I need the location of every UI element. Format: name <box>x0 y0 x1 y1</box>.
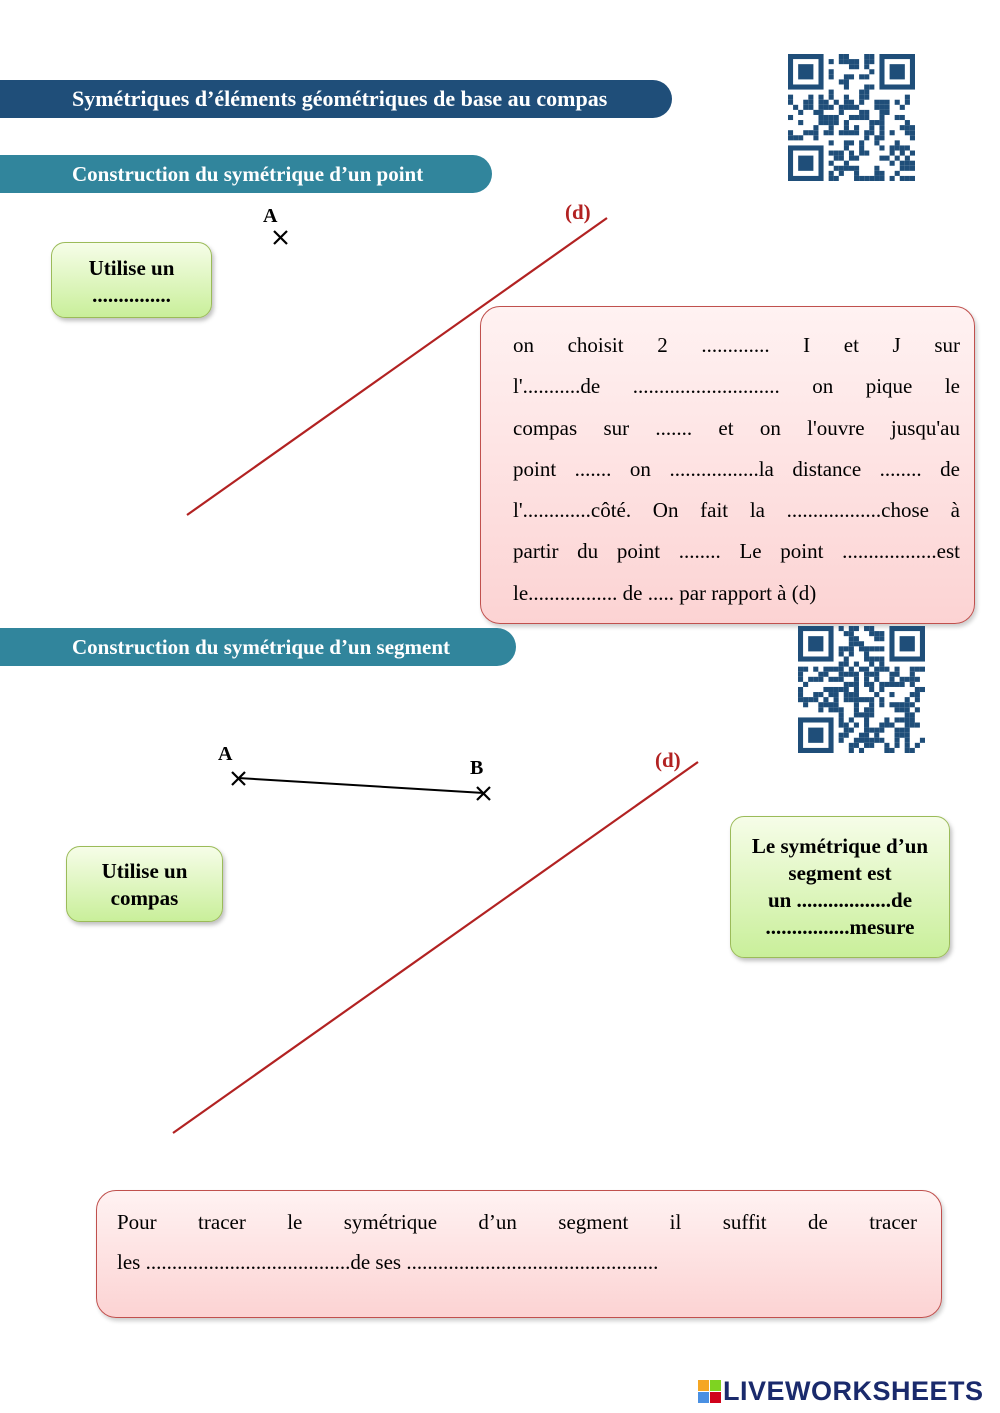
text-line[interactable]: compas sur ....... et on l'ouvre jusqu'a… <box>513 415 960 440</box>
property-line3[interactable]: un ..................de <box>767 888 913 912</box>
tool-hint-line1: Utilise un <box>88 256 175 280</box>
logo-icon <box>698 1380 721 1403</box>
property-line2: segment est <box>788 861 892 885</box>
tool-hint-line1: Utilise un <box>101 859 188 883</box>
tool-hint-box-1: Utilise un ............... <box>51 242 212 318</box>
point-a-label-2: A <box>218 743 233 765</box>
text-line[interactable]: l'.............côté. On fait la ........… <box>513 498 960 523</box>
point-b-cross <box>476 786 491 801</box>
text-line[interactable]: point ....... on .................la dis… <box>513 456 960 481</box>
section2-heading: Construction du symétrique d’un segment <box>72 634 451 659</box>
title-banner: Symétriques d’éléments géométriques de b… <box>0 80 672 118</box>
text-line[interactable]: le................. de ..... par rapport… <box>513 580 817 605</box>
axis-line-d2 <box>172 761 699 1134</box>
segment-construction-text-box: Pour tracer le symétrique d’un segment i… <box>96 1190 942 1318</box>
point-a-cross-2 <box>231 771 246 786</box>
section2-heading-banner: Construction du symétrique d’un segment <box>0 628 516 666</box>
line-d-label-1: (d) <box>565 200 591 224</box>
tool-hint-line2: compas <box>110 886 179 910</box>
text-line[interactable]: les ....................................… <box>117 1250 659 1274</box>
page-title: Symétriques d’éléments géométriques de b… <box>72 86 608 111</box>
line-d-label-2: (d) <box>655 748 681 772</box>
text-line[interactable]: on choisit 2 ............. I et J sur <box>513 333 960 357</box>
property-line4[interactable]: ................mesure <box>765 915 915 939</box>
point-b-label: B <box>470 757 484 779</box>
axis-line-d1 <box>186 217 608 516</box>
point-a-label-1: A <box>263 205 278 227</box>
text-line[interactable]: l'...........de ........................… <box>513 374 960 399</box>
logo-text: LIVEWORKSHEETS <box>723 1376 984 1406</box>
qr-code-1 <box>788 54 915 181</box>
segment-ab <box>237 777 485 794</box>
section1-heading-banner: Construction du symétrique d’un point <box>0 155 492 193</box>
qr-code-2 <box>798 626 925 753</box>
tool-hint-box-2: Utilise un compas <box>66 846 223 922</box>
liveworksheets-logo: LIVEWORKSHEETS <box>698 1376 984 1407</box>
point-construction-text-box: on choisit 2 ............. I et J sur l'… <box>480 306 975 624</box>
point-a-cross-1 <box>273 230 288 245</box>
property-line1: Le symétrique d’un <box>751 834 929 858</box>
text-line[interactable]: partir du point ........ Le point ......… <box>513 539 960 564</box>
section1-heading: Construction du symétrique d’un point <box>72 161 424 186</box>
tool-hint-blank[interactable]: ............... <box>92 283 171 307</box>
text-line[interactable]: Pour tracer le symétrique d’un segment i… <box>117 1210 917 1234</box>
segment-property-box: Le symétrique d’un segment est un ......… <box>730 816 950 958</box>
